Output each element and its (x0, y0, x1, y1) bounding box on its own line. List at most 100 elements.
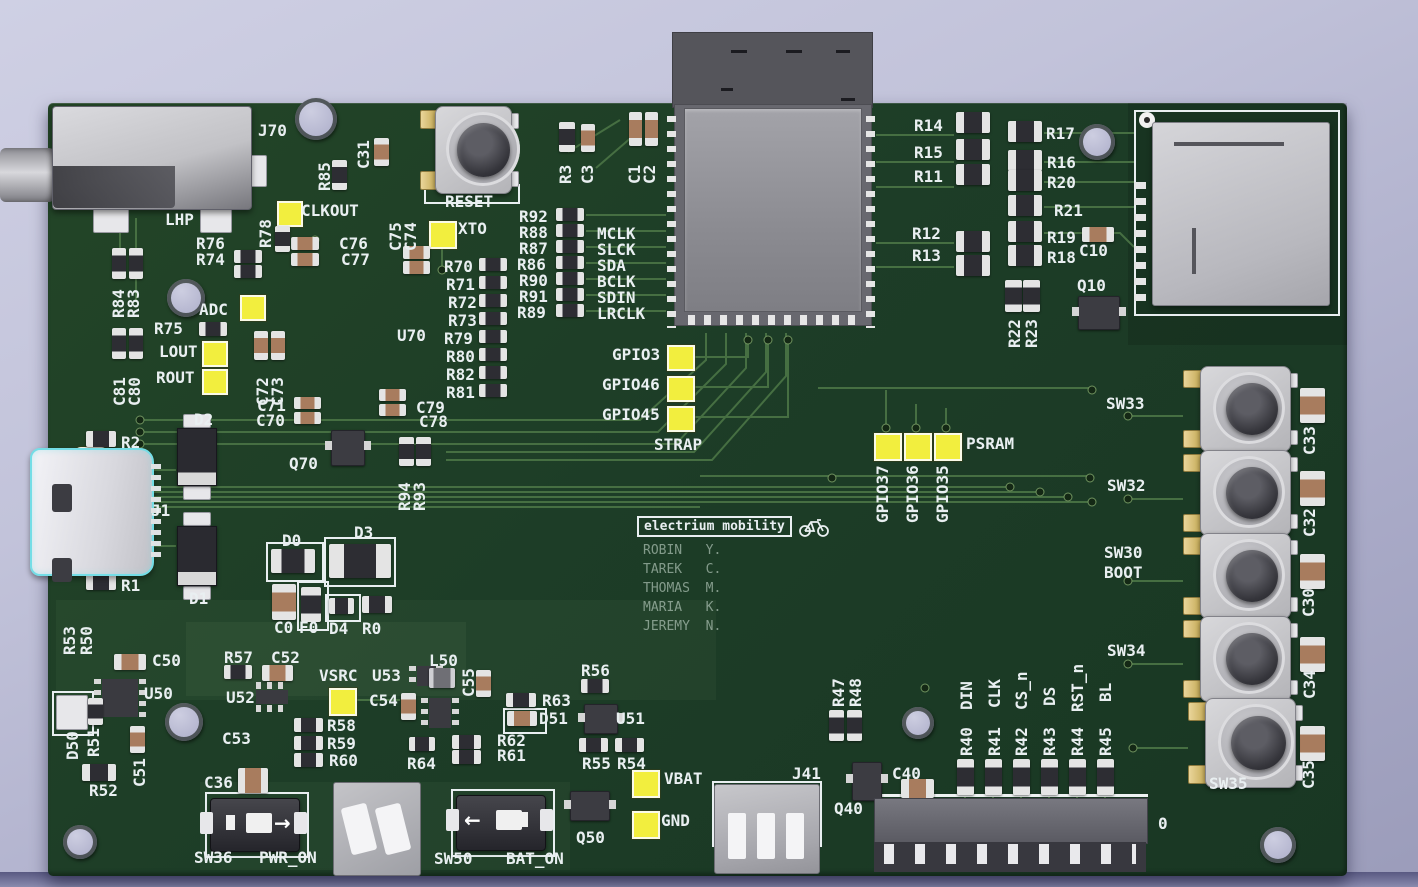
silkscreen-label-adc: ADC (199, 300, 228, 319)
silkscreen-label-r15: R15 (914, 143, 943, 162)
silkscreen-label-r76: R76 (196, 234, 225, 253)
smd-resistor (479, 294, 507, 307)
silkscreen-label-u70: U70 (397, 326, 426, 345)
silkscreen-label-r55: R55 (582, 754, 611, 773)
smd-resistor (82, 764, 116, 781)
silkscreen-label-c36: C36 (204, 773, 233, 792)
silkscreen-label-ds: DS (1040, 686, 1059, 706)
switch-terminal (540, 809, 553, 831)
silkscreen-label-sw50: SW50 (434, 849, 473, 868)
silkscreen-label-r45: R45 (1096, 727, 1115, 756)
connector-slot (786, 813, 804, 859)
silkscreen-label-u52: U52 (226, 688, 255, 707)
smd-resistor (556, 240, 584, 253)
solder-pad (56, 695, 88, 730)
smd-resistor (479, 258, 507, 271)
silkscreen-label-c77: C77 (341, 250, 370, 269)
smd-resistor (409, 737, 435, 751)
smd-resistor (129, 328, 143, 359)
solder-pad (183, 486, 211, 500)
sot23-transistor (325, 430, 371, 466)
silkscreen-label-sw32: SW32 (1107, 476, 1146, 495)
jack-barrel (0, 148, 58, 202)
smd-resistor (479, 348, 507, 361)
smd-resistor (479, 312, 507, 325)
silkscreen-label-c3: C3 (578, 164, 597, 184)
smd-diode (177, 428, 217, 486)
smd-resistor (1023, 280, 1040, 312)
silkscreen-label-u53: U53 (372, 666, 401, 685)
silkscreen-label-r51: R51 (84, 728, 103, 757)
silkscreen-label-r71: R71 (446, 275, 475, 294)
silkscreen-label-u50: U50 (144, 684, 173, 703)
silkscreen-label-r40: R40 (957, 727, 976, 756)
test-pad (667, 376, 695, 402)
silkscreen-label-c40: C40 (892, 764, 921, 783)
smd-resistor (271, 549, 315, 573)
silkscreen-label-r92: R92 (519, 207, 548, 226)
silkscreen-label-r1: R1 (121, 576, 141, 595)
esp32-antenna (672, 32, 873, 108)
mounting-hole (63, 825, 97, 859)
silkscreen-label-r87: R87 (519, 239, 548, 258)
silkscreen-label-r23: R23 (1022, 319, 1041, 348)
smd-resistor (1008, 245, 1042, 266)
solder-pad (183, 586, 211, 600)
smd-capacitor (476, 670, 491, 697)
smd-capacitor (374, 138, 389, 166)
smd-resistor (556, 272, 584, 285)
mounting-hole (902, 707, 934, 739)
smd-resistor (581, 679, 609, 693)
smd-resistor (956, 112, 990, 133)
silkscreen-label-bclk: BCLK (597, 272, 636, 291)
silkscreen-label-d3: D3 (354, 523, 374, 542)
test-pad (632, 811, 660, 839)
sot23-transistor (1072, 296, 1126, 330)
silkscreen-label-mclk: MCLK (597, 224, 636, 243)
smd-resistor (332, 160, 347, 190)
silkscreen-label-r78: R78 (256, 219, 275, 248)
smd-resistor (294, 718, 323, 732)
sd-pins (1134, 182, 1146, 310)
test-pad (632, 770, 660, 798)
sd-body (1152, 122, 1330, 306)
silkscreen-label-gpio36: GPIO36 (903, 465, 922, 523)
header-top (874, 798, 1148, 844)
silkscreen-label-r44: R44 (1068, 727, 1087, 756)
silkscreen-label-r72: R72 (448, 293, 477, 312)
silkscreen-label-c0: C0 (274, 618, 294, 637)
silkscreen-label-gpio37: GPIO37 (873, 465, 892, 523)
smd-resistor (112, 328, 126, 359)
slide-switch: → (200, 798, 307, 852)
silkscreen-label-c34: C34 (1300, 670, 1319, 699)
silkscreen-label-c76: C76 (339, 234, 368, 253)
silkscreen-label-r93: R93 (410, 482, 429, 511)
silkscreen-label-psram: PSRAM (966, 434, 1015, 453)
silkscreen-label-gpio46: GPIO46 (602, 375, 660, 394)
silkscreen-outline (325, 594, 361, 622)
silkscreen-label-r82: R82 (446, 365, 475, 384)
silkscreen-label-d51: D51 (539, 709, 568, 728)
usb-c-connector (30, 448, 161, 582)
silkscreen-label-c78: C78 (419, 412, 448, 431)
silkscreen-label-d2: D2 (194, 410, 214, 429)
smd-resistor (1069, 759, 1086, 795)
silkscreen-label-r60: R60 (329, 751, 358, 770)
silkscreen-label-l50: L50 (429, 651, 458, 670)
silkscreen-label-r63: R63 (542, 691, 571, 710)
usb-slot (52, 558, 72, 582)
smd-resistor (294, 736, 323, 750)
sot23-transistor (846, 762, 888, 801)
smd-resistor (1008, 121, 1042, 142)
silkscreen-label-c53: C53 (222, 729, 251, 748)
smd-capacitor (262, 665, 293, 681)
slide-switch: ← (446, 795, 553, 851)
silkscreen-label-r48: R48 (846, 678, 865, 707)
mounting-hole (165, 703, 203, 741)
smd-resistor (86, 431, 116, 447)
silkscreen-label-lrclk: LRCLK (597, 304, 646, 323)
silkscreen-label-r43: R43 (1040, 727, 1059, 756)
silkscreen-label-c80: C80 (125, 377, 144, 406)
test-pad (667, 406, 695, 432)
